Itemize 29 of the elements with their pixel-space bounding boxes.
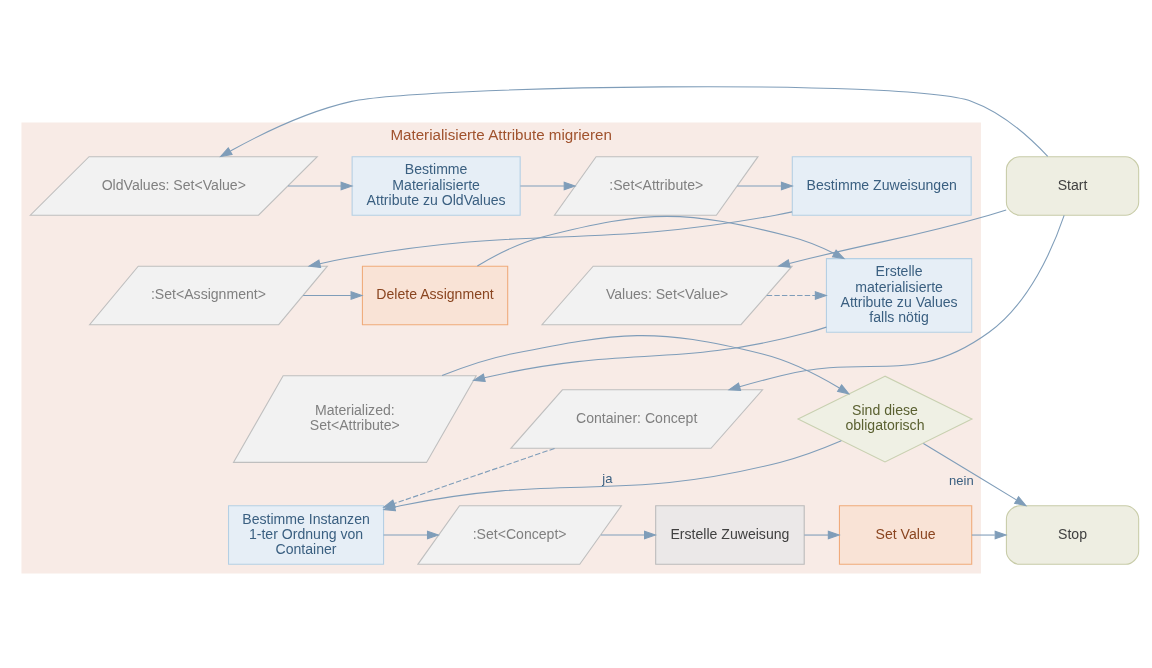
node-box: Bestimme Materialisierte Attribute zu OldValues	[351, 156, 521, 216]
node-box: Bestimme Instanzen 1-ter Ordnung von Container	[228, 505, 385, 565]
arrow	[383, 530, 440, 540]
edge-label: nein	[949, 472, 974, 488]
node-box: Delete Assignment	[361, 265, 509, 326]
arrow	[519, 181, 577, 191]
arrow	[441, 335, 851, 395]
arrow	[922, 442, 1028, 507]
arrow	[736, 181, 794, 191]
edge-label: ja	[602, 470, 613, 486]
node-box: Stop	[1005, 505, 1140, 565]
arrow	[287, 181, 354, 191]
arrow	[971, 530, 1008, 540]
node-box: Erstelle materialisierte Attribute zu Values falls nötig	[825, 258, 973, 333]
arrow	[727, 214, 1065, 391]
arrow	[476, 215, 846, 267]
arrow	[472, 326, 827, 383]
node-box: Start	[1005, 156, 1140, 216]
node-box: Erstelle Zuweisung	[655, 505, 805, 565]
arrow	[766, 290, 828, 300]
arrow	[219, 86, 1049, 158]
arrow	[803, 530, 841, 540]
arrow	[302, 290, 364, 300]
arrow	[307, 211, 793, 269]
arrow	[777, 209, 1007, 268]
node-diamond: Sind diese obligatorisch	[796, 375, 974, 463]
node-box: Bestimme Zuweisungen	[791, 156, 972, 216]
arrow	[600, 530, 657, 540]
node-box: Set Value	[838, 505, 973, 565]
